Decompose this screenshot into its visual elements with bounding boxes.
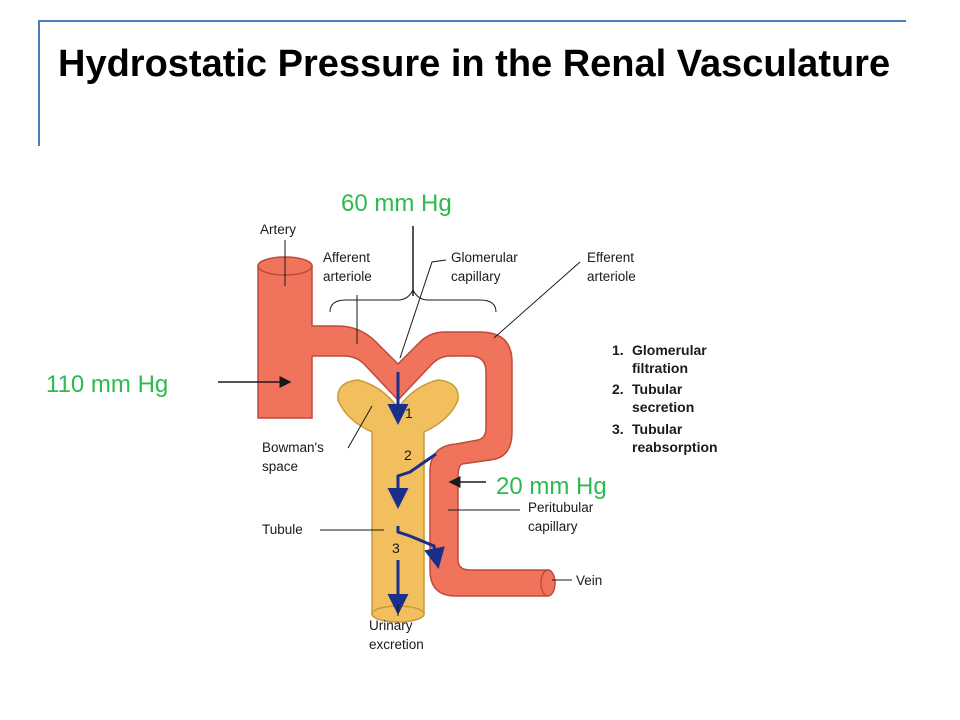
afferent-pressure-label: 110 mm Hg [46,371,168,398]
glomerular-label-line-1: Glomerular [451,250,518,265]
afferent-label-line-1: Afferent [323,250,370,265]
bowmans-label-line-1: Bowman's [262,440,324,455]
process-legend: 1. Glomerular filtration 2. Tubular secr… [612,342,718,455]
urinary-label-line-1: Urinary [369,618,413,633]
urinary-label-line-2: excretion [369,637,424,652]
legend-item-1-number: 1. [612,342,624,358]
efferent-label: Efferent arteriole [587,250,638,284]
secretion-arrow [387,452,437,509]
legend-item-1-line-1: Glomerular [632,342,707,358]
title-frame-top-line [38,20,906,22]
glomerular-leader [399,259,447,359]
title-frame-left-line [38,20,40,146]
legend-item-2-line-1: Tubular [632,381,683,397]
slide-title: Hydrostatic Pressure in the Renal Vascul… [58,43,891,85]
afferent-label: Afferent arteriole [323,250,374,284]
reabsorption-arrow [396,526,445,569]
peritubular-label-line-2: capillary [528,519,578,534]
glomerular-label: Glomerular capillary [451,250,522,284]
glomerular-label-line-2: capillary [451,269,501,284]
efferent-label-line-1: Efferent [587,250,634,265]
tubule-label: Tubule [262,522,303,537]
afferent-label-line-2: arteriole [323,269,372,284]
peritubular-pressure-label: 20 mm Hg [496,473,607,500]
urinary-excretion-label: Urinary excretion [369,618,424,652]
vein-label: Vein [576,573,602,588]
legend-item-3-number: 3. [612,421,624,437]
legend-item-3-line-2: reabsorption [632,439,718,455]
flow-arrows [387,372,445,615]
bowmans-space-label: Bowman's space [262,440,328,474]
efferent-label-line-2: arteriole [587,269,636,284]
bowmans-label-line-2: space [262,459,298,474]
artery-label: Artery [260,222,296,237]
vein-opening [540,569,556,597]
bowmans-leader [347,405,373,449]
peritubular-label: Peritubular capillary [528,500,597,534]
efferent-leader [493,261,581,339]
step-2-number: 2 [404,447,412,463]
legend-item-1-line-2: filtration [632,360,688,376]
glomerular-pressure-label: 60 mm Hg [341,190,452,217]
step-3-number: 3 [392,540,400,556]
legend-item-3-line-1: Tubular [632,421,683,437]
pressure-pointers [218,226,486,488]
legend-item-2-number: 2. [612,381,624,397]
peritubular-label-line-1: Peritubular [528,500,594,515]
legend-item-2-line-2: secretion [632,399,694,415]
step-1-number: 1 [405,405,413,421]
